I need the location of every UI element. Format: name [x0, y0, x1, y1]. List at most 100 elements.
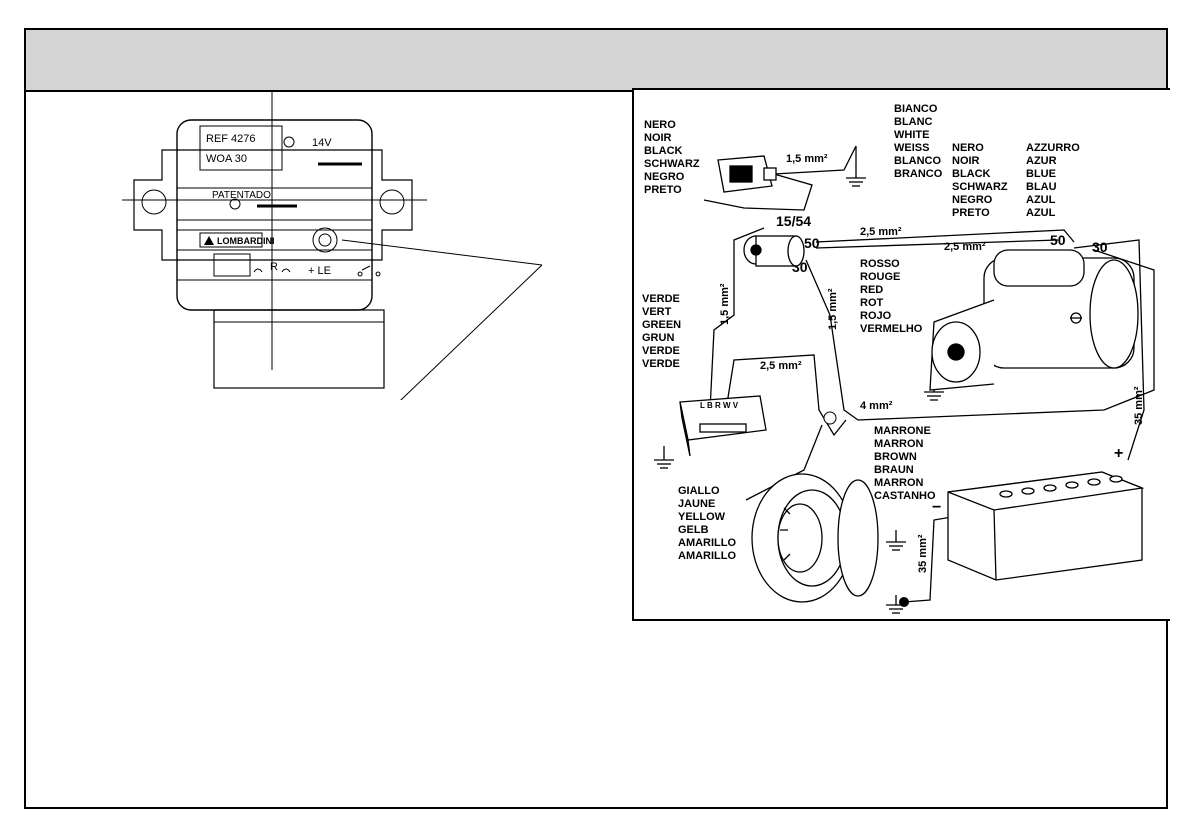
ground-icon [886, 530, 906, 551]
svg-text:JAUNE: JAUNE [678, 498, 715, 510]
svg-text:NEGRO: NEGRO [644, 171, 685, 183]
svg-text:WHITE: WHITE [894, 129, 929, 141]
wire [1073, 239, 1145, 461]
size-label: 1,5 mm² [719, 283, 731, 325]
label-white: BIANCO BLANC WHITE WEISS BLANCO BRANCO [894, 103, 943, 180]
wire [745, 424, 823, 501]
ground-icon [654, 446, 674, 469]
reg-ref-text: REF 4276 [206, 133, 256, 145]
svg-text:PRETO: PRETO [952, 207, 990, 219]
wiring-svg: NERO NOIR BLACK SCHWARZ NEGRO PRETO BIAN… [642, 103, 1155, 614]
svg-text:PRETO: PRETO [644, 184, 682, 196]
mount-hole-right [379, 189, 405, 215]
reg-voltage-text: 14V [312, 137, 332, 149]
svg-text:SCHWARZ: SCHWARZ [644, 158, 700, 170]
label-red: ROSSO ROUGE RED ROT ROJO VERMELHO [860, 258, 923, 335]
svg-text:BLANC: BLANC [894, 116, 933, 128]
size-label: 1,5 mm² [786, 153, 828, 165]
reg-terminal-r: R [270, 261, 278, 273]
ac-symbol-icon [253, 268, 291, 273]
svg-text:BIANCO: BIANCO [894, 103, 938, 115]
adjust-knob-inner [318, 233, 332, 247]
terminal-box [213, 253, 251, 277]
label-brown: MARRONE MARRON BROWN BRAUN MARRON CASTAN… [874, 425, 936, 502]
svg-text:AZUL: AZUL [1026, 194, 1056, 206]
svg-text:ROSSO: ROSSO [860, 258, 900, 270]
battery [947, 471, 1145, 581]
label-yellow: GIALLO JAUNE YELLOW GELB AMARILLO AMARIL… [678, 485, 736, 562]
svg-text:NOIR: NOIR [952, 155, 980, 167]
svg-text:BLANCO: BLANCO [894, 155, 941, 167]
svg-text:ROJO: ROJO [860, 310, 892, 322]
svg-text:YELLOW: YELLOW [678, 511, 726, 523]
wiring-diagram-box: NERO NOIR BLACK SCHWARZ NEGRO PRETO BIAN… [632, 88, 1170, 621]
svg-text:BLUE: BLUE [1026, 168, 1056, 180]
svg-text:AZUR: AZUR [1026, 155, 1057, 167]
battery-plus-label: + [1114, 445, 1123, 462]
ignition-switch [717, 155, 777, 193]
label-black-top: NERO NOIR BLACK SCHWARZ NEGRO PRETO [644, 119, 700, 196]
key-switch [743, 235, 805, 267]
regulator-flange [133, 149, 413, 261]
ground-icon [846, 146, 866, 187]
svg-text:ROUGE: ROUGE [860, 271, 900, 283]
page-frame: REF 4276 WOA 30 14V PATENTADO LOMBARDINI… [24, 28, 1170, 809]
size-label: 1,5 mm² [827, 288, 839, 330]
ground-clamp [899, 597, 909, 607]
header-bar [26, 30, 1166, 92]
wire [725, 354, 847, 437]
svg-text:GRUN: GRUN [642, 332, 674, 344]
starter-motor [929, 249, 1139, 391]
label-blue: AZZURRO AZUR BLUE BLAU AZUL AZUL [1026, 142, 1080, 219]
svg-text:GELB: GELB [678, 524, 709, 536]
size-label: 35 mm² [917, 534, 929, 573]
svg-text:L B R W V: L B R W V [700, 401, 739, 410]
regulator-svg: REF 4276 WOA 30 14V PATENTADO LOMBARDINI… [122, 90, 543, 421]
svg-text:MARRON: MARRON [874, 477, 924, 489]
svg-text:AMARILLO: AMARILLO [678, 550, 736, 562]
svg-text:RED: RED [860, 284, 883, 296]
terminal-label: 15/54 [776, 213, 811, 229]
wire [815, 229, 1075, 243]
terminal-label: 50 [804, 235, 820, 251]
screw-icon [229, 198, 241, 210]
regulator-small: L B R W V [679, 395, 767, 457]
reg-patent-text: PATENTADO [212, 190, 271, 201]
svg-text:NOIR: NOIR [644, 132, 672, 144]
brand-plate [199, 232, 263, 248]
svg-text:AZUL: AZUL [1026, 207, 1056, 219]
svg-text:SCHWARZ: SCHWARZ [952, 181, 1008, 193]
adjust-knob-outer [312, 227, 338, 253]
svg-text:VERT: VERT [642, 306, 672, 318]
svg-text:BROWN: BROWN [874, 451, 917, 463]
svg-text:NERO: NERO [644, 119, 676, 131]
regulator-connector [213, 309, 385, 389]
wire [815, 239, 1059, 249]
regulator-drawing: REF 4276 WOA 30 14V PATENTADO LOMBARDINI… [122, 90, 562, 421]
svg-text:MARRON: MARRON [874, 438, 924, 450]
svg-text:VERDE: VERDE [642, 293, 680, 305]
reg-model-text: WOA 30 [206, 153, 247, 165]
wire [709, 227, 765, 411]
label-green: VERDE VERT GREEN GRUN VERDE VERDE [642, 293, 681, 370]
battery-minus-label: − [932, 499, 941, 516]
leader-line [379, 264, 543, 421]
label-black-mid: NERO NOIR BLACK SCHWARZ NEGRO PRETO [952, 142, 1008, 219]
mount-hole-left [141, 189, 167, 215]
switch-symbol-icon [357, 265, 381, 277]
svg-text:GREEN: GREEN [642, 319, 681, 331]
size-label: 2,5 mm² [860, 226, 902, 238]
size-label: 2,5 mm² [760, 360, 802, 372]
wire [805, 249, 1155, 421]
svg-text:VERMELHO: VERMELHO [860, 323, 923, 335]
svg-text:BLAU: BLAU [1026, 181, 1057, 193]
svg-text:VERDE: VERDE [642, 345, 680, 357]
svg-text:AMARILLO: AMARILLO [678, 537, 736, 549]
svg-text:ROT: ROT [860, 297, 884, 309]
svg-text:VERDE: VERDE [642, 358, 680, 370]
svg-text:CASTANHO: CASTANHO [874, 490, 936, 502]
wire [703, 173, 813, 211]
size-label: 4 mm² [860, 400, 893, 412]
svg-text:BLACK: BLACK [644, 145, 683, 157]
connector-bulb [823, 411, 837, 425]
